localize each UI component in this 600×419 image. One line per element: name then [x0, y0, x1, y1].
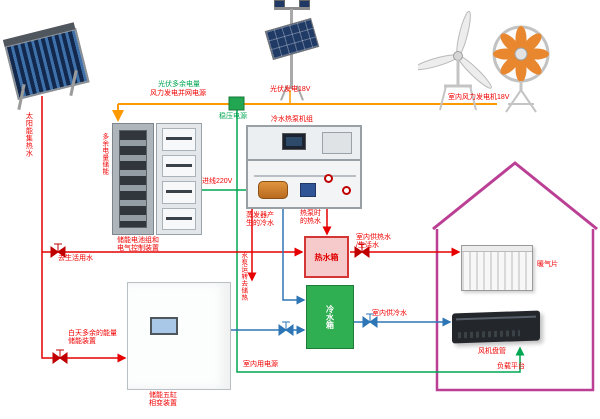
fan-stand [505, 81, 537, 113]
pv-panel [264, 17, 320, 61]
pressure-gauge [324, 174, 333, 183]
label-heat-pump-hot-water: 热泵时 的热水 [300, 210, 321, 226]
heat-pump-unit [246, 125, 362, 209]
heat-pump-panel-box [322, 132, 352, 154]
solar-thermal-collector [2, 22, 94, 111]
valve-storage-loop [52, 349, 68, 364]
label-indoor-cold-water: 室内供冷水 [372, 310, 407, 317]
turbine-blades [413, 10, 492, 89]
power-lines-220v [202, 104, 525, 373]
label-battery-cabinet: 储能电池组和 电气控制装置 [117, 237, 159, 253]
label-voltage-regulator: 稳压电源 [219, 113, 247, 120]
battery-module [162, 128, 196, 151]
valve-indoor-hot-water [354, 243, 370, 258]
heat-pump-control-shelf [248, 127, 360, 161]
hot-water-tank-label: 热水箱 [314, 252, 339, 262]
label-daytime-surplus-storage: 白天多余的能量 储能装置 [68, 330, 117, 346]
house-outline [432, 161, 598, 392]
label-indoor-power: 室内用电源 [243, 361, 278, 368]
label-radiator: 暖气片 [537, 261, 558, 268]
voltage-regulator-box [228, 96, 245, 111]
wind-turbine-drawing [413, 10, 550, 113]
label-fan-coil: 风机盘管 [478, 348, 506, 355]
battery-rack [156, 123, 202, 235]
label-indoor-hot-water: 室内供热水 /生活水 [356, 234, 391, 250]
pcm-storage-cabinet [127, 282, 231, 390]
pressure-gauge [342, 186, 351, 195]
pv-top-bar [274, 7, 310, 10]
label-evaporator-cold-water: 蒸发器产 生的冷水 [246, 212, 274, 228]
battery-module [162, 207, 196, 230]
label-wind-generation: 室内风力发电机18V [448, 94, 510, 101]
label-heat-pump-unit: 冷水热泵机组 [271, 116, 313, 123]
turbine-hub [453, 51, 463, 61]
label-to-domestic-water: 去生活用水 [58, 255, 93, 262]
radiator [461, 245, 533, 291]
heat-pump-pipe [254, 175, 356, 177]
label-surplus-energy-storage: 多余电量储能 [100, 133, 108, 175]
label-load-platform: 负载平台 [497, 363, 525, 370]
label-pcm-device: 储能五缸 相变装置 [149, 392, 177, 408]
valve-storage-cold [278, 321, 294, 336]
pcm-screen [150, 317, 178, 335]
collector-tubes [2, 22, 90, 101]
circulation-pump [300, 183, 316, 197]
battery-control-cabinet [112, 123, 202, 235]
fan-coil-unit [452, 310, 540, 344]
label-incoming-power: 进线220V [202, 178, 233, 185]
battery-module [162, 181, 196, 204]
wind-turbine-rig [413, 6, 578, 114]
label-pv-generation: 光伏发电18V [270, 86, 311, 93]
valve-domestic-water [50, 243, 66, 258]
turbine-stand [439, 60, 477, 111]
collector-manifold [2, 22, 76, 47]
cold-water-tank: 冷水箱 [306, 285, 354, 349]
battery-module [162, 154, 196, 177]
pv-wind-power-bus [112, 90, 497, 122]
label-solar-collector-water: 太阳能集热水 [25, 112, 33, 157]
heat-pump-screen [282, 133, 306, 150]
cold-water-tank-label: 冷水箱 [325, 305, 335, 329]
hot-water-pipes [41, 96, 461, 363]
blower-fan [492, 25, 550, 83]
pv-tracker [252, 0, 332, 101]
valve-indoor-cold-water [362, 313, 378, 328]
control-modules [119, 130, 147, 228]
compressor [258, 181, 288, 199]
hot-water-tank: 热水箱 [304, 236, 349, 278]
label-wind-grid-supply: 风力发电并网电源 [150, 90, 206, 97]
control-cabinet-door [112, 123, 154, 235]
label-pump-to-storage: 水泵运转去储热 [239, 252, 247, 301]
label-pv-surplus: 光伏多余电量 [158, 81, 200, 88]
